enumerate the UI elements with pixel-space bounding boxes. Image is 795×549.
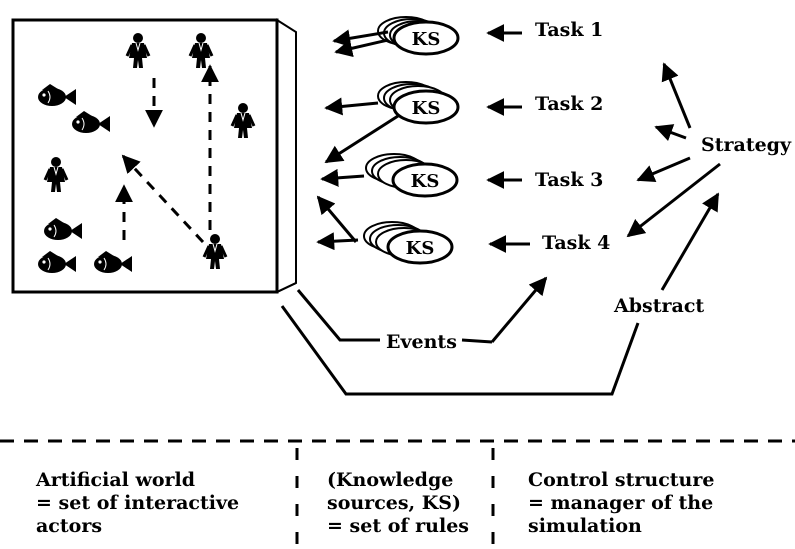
task-1-label: Task 1	[535, 19, 603, 41]
ks-label: KS	[411, 171, 440, 192]
strategy-label: Strategy	[701, 134, 792, 156]
artificial-world-box	[11, 18, 297, 294]
knowledge-source-stack: KS	[363, 221, 454, 265]
flow-arrows	[316, 24, 721, 343]
knowledge-source-stack: KS	[377, 16, 460, 56]
abstract-label: Abstract	[613, 295, 704, 317]
feedback-lines	[280, 289, 640, 396]
caption-knowledge-sources: (Knowledge sources, KS) = set of rules	[327, 469, 469, 537]
actor-movement-arrows	[115, 64, 219, 244]
ks-label: KS	[412, 29, 441, 50]
task-4-label: Task 4	[542, 232, 610, 254]
knowledge-source-stack: KS	[377, 81, 460, 125]
section-separators	[0, 439, 795, 544]
ks-label: KS	[406, 238, 435, 259]
caption-artificial-world: Artificial world = set of interactive ac…	[36, 469, 240, 537]
ks-label: KS	[412, 98, 441, 119]
events-label: Events	[386, 331, 457, 353]
knowledge-source-stack: KS	[365, 153, 459, 198]
task-3-label: Task 3	[535, 169, 603, 191]
caption-control-structure: Control structure = manager of the simul…	[528, 469, 715, 537]
task-2-label: Task 2	[535, 93, 603, 115]
